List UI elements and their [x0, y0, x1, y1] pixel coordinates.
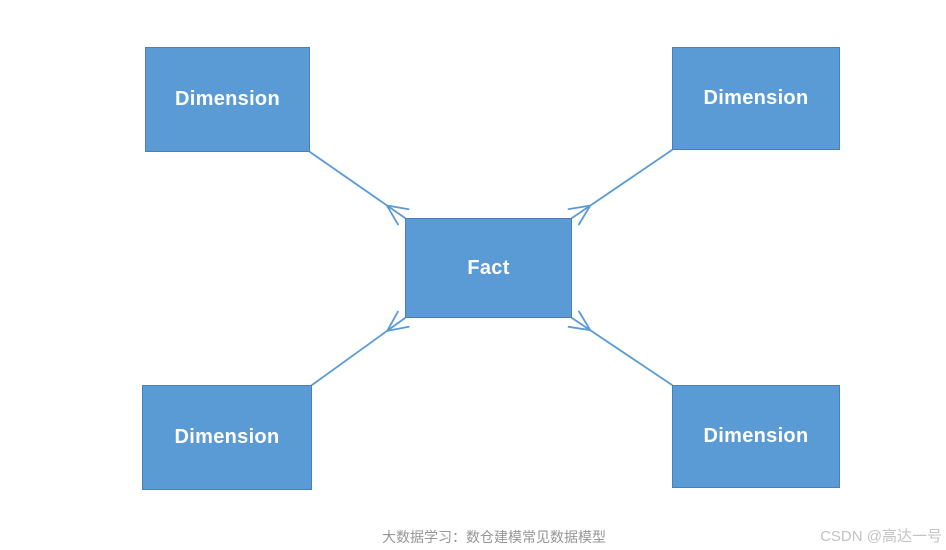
fact-label: Fact: [467, 256, 510, 279]
connector-line: [311, 317, 406, 386]
connector-fact-to-dimension-bottom-left: [311, 310, 410, 386]
connector-line: [309, 151, 406, 219]
caption-text: 大数据学习：数仓建模常见数据模型: [382, 529, 606, 545]
dimension-node-bottom-left: Dimension: [142, 385, 312, 490]
connector-fact-to-dimension-bottom-right: [567, 310, 673, 386]
connector-line: [571, 317, 673, 386]
connector-fact-to-dimension-top-right: [567, 149, 673, 226]
arrowhead-icon: [385, 204, 410, 226]
connector-line: [571, 149, 673, 219]
dimension-node-bottom-right: Dimension: [672, 385, 840, 488]
dimension-node-top-right: Dimension: [672, 47, 840, 150]
dimension-label: Dimension: [174, 426, 280, 448]
connector-fact-to-dimension-top-left: [309, 151, 410, 226]
dimension-label: Dimension: [703, 87, 809, 109]
arrowhead-icon: [567, 204, 592, 226]
fact-node: Fact: [405, 218, 572, 318]
arrowhead-icon: [567, 310, 593, 332]
dimension-label: Dimension: [175, 88, 280, 110]
watermark-text: CSDN @高达一号: [820, 528, 942, 545]
dimension-label: Dimension: [703, 425, 809, 447]
dimension-node-top-left: Dimension: [145, 47, 310, 152]
arrowhead-icon: [385, 310, 410, 333]
